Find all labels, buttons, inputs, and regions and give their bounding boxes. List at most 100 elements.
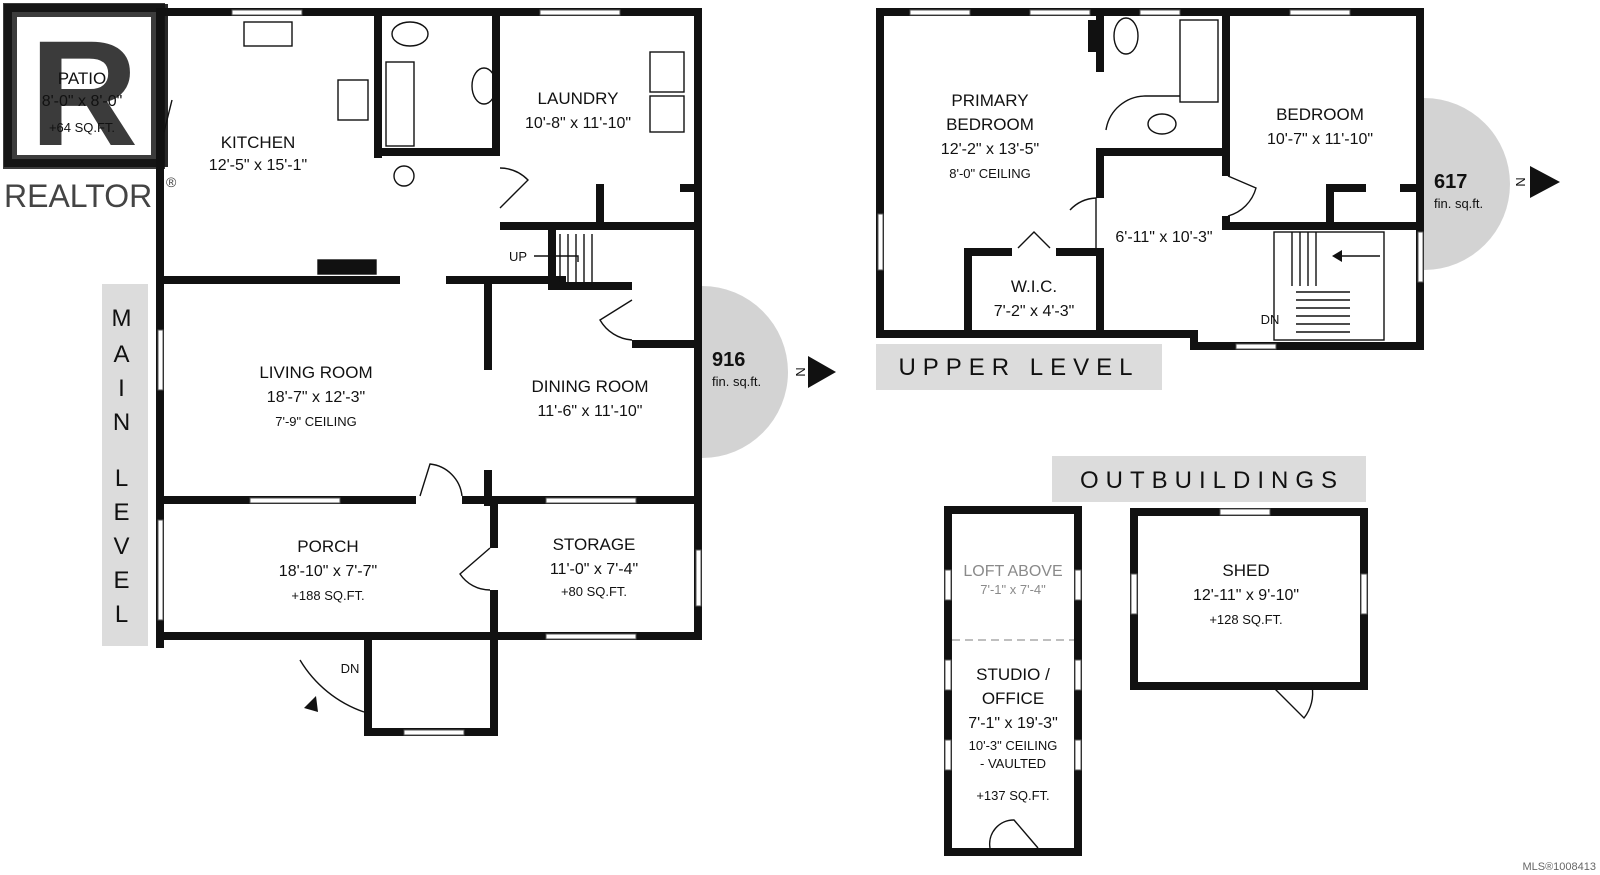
- stair-wall: [548, 230, 556, 288]
- primary-bath-wall-lower: [1096, 248, 1104, 338]
- porch-curved-step: [299, 659, 365, 713]
- main-level-letter: M: [112, 305, 139, 332]
- dryer: [649, 95, 685, 133]
- kitchen-stove: [337, 79, 369, 121]
- realtor-logo-text: REALTOR: [4, 178, 152, 214]
- porch-bay-left: [364, 632, 372, 736]
- window: [1289, 9, 1351, 16]
- porch-bay-right: [490, 632, 498, 736]
- main-bottom-wall: [156, 632, 702, 640]
- outbuildings-banner: OUTBUILDINGS: [1052, 456, 1366, 502]
- main-level-plan: [4, 4, 702, 736]
- door-swing: [459, 547, 491, 591]
- shed-note: +128 SQ.FT.: [1209, 612, 1282, 627]
- upper-stairs: [1273, 231, 1385, 341]
- porch-storage-wall-lower: [490, 590, 498, 640]
- dining-wall-lower: [484, 470, 492, 506]
- window: [1074, 569, 1082, 601]
- upper-level-banner: UPPER LEVEL: [876, 344, 1162, 390]
- upper-level-banner-bg: [876, 344, 1162, 390]
- porch-stairs-down-label: DN: [341, 661, 360, 676]
- window: [1130, 573, 1138, 615]
- outbuildings-label: OUTBUILDINGS: [1080, 467, 1344, 494]
- main-level-letter: L: [115, 465, 135, 492]
- window: [545, 497, 637, 504]
- upper-left-wall: [876, 8, 884, 338]
- door-swing: [419, 463, 463, 497]
- upper-area-unit: fin. sq.ft.: [1434, 196, 1483, 211]
- main-level-letter: I: [118, 375, 132, 402]
- door-swing: [163, 99, 173, 133]
- porch-dims: 18'-10" x 7'-7": [279, 563, 377, 580]
- north-arrow-icon: [1530, 166, 1560, 198]
- wic-bifold-door: [1017, 231, 1051, 249]
- main-area-value: 916: [712, 349, 745, 371]
- main-right-wall: [694, 8, 702, 640]
- porch-name: PORCH: [297, 537, 358, 556]
- bedroom-dims: 10'-7" x 11'-10": [1267, 131, 1373, 148]
- upper-north-label: N: [1513, 177, 1528, 186]
- door-swing: [499, 167, 529, 209]
- living-room-note: 7'-9" CEILING: [275, 414, 357, 429]
- window: [1074, 739, 1082, 771]
- main-north-label: N: [793, 367, 808, 376]
- window: [944, 739, 952, 771]
- door-swing: [1069, 197, 1097, 248]
- bedroom-closet-stub: [1400, 184, 1416, 192]
- storage-note: +80 SQ.FT.: [561, 584, 627, 599]
- upper-bottom-wall-right: [1194, 342, 1424, 350]
- primary-bedroom-dims: 12'-2" x 13'-5": [941, 141, 1039, 158]
- realtor-registered-mark: ®: [166, 174, 177, 190]
- window: [909, 9, 971, 16]
- main-level-letter: E: [113, 567, 136, 594]
- patio-name: PATIO: [58, 69, 107, 88]
- main-level-letter: E: [113, 499, 136, 526]
- door-swing: [599, 299, 633, 341]
- window: [1235, 343, 1277, 350]
- upper-level-label: UPPER LEVEL: [898, 354, 1139, 381]
- kitchen-bath-wall: [374, 16, 382, 158]
- main-level-label: M A I N L E V E L: [102, 284, 148, 646]
- window: [1219, 508, 1271, 516]
- main-top-wall: [156, 8, 702, 16]
- loft-name: LOFT ABOVE: [963, 563, 1062, 580]
- main-compass-semicircle: [702, 286, 788, 458]
- wic-left-wall: [964, 248, 972, 338]
- north-arrow-icon: [808, 356, 836, 388]
- window: [1139, 9, 1181, 16]
- kitchen-counter: [317, 259, 377, 275]
- down-arrow-icon: [304, 696, 318, 712]
- realtor-logo: R REALTOR ®: [3, 3, 177, 214]
- kitchen-living-wall: [156, 276, 400, 284]
- studio-plan: LOFT ABOVE 7'-1" x 7'-4" STUDIO / OFFICE…: [944, 506, 1082, 856]
- mls-id: MLS®1008413: [1522, 861, 1596, 873]
- bath-vanity: [471, 67, 497, 105]
- shower: [1179, 19, 1219, 103]
- main-level-labels: PATIO 8'-0" x 8'-0" +64 SQ.FT. KITCHEN 1…: [42, 69, 649, 676]
- window: [249, 497, 341, 504]
- primary-bedroom-name-line2: BEDROOM: [946, 115, 1034, 134]
- wic-dims: 7'-2" x 4'-3": [994, 303, 1075, 320]
- living-room-dims: 18'-7" x 12'-3": [267, 389, 365, 406]
- bath-bottom-wall: [374, 148, 500, 156]
- storage-dims: 11'-0" x 7'-4": [550, 561, 638, 578]
- main-level-letter: N: [113, 409, 137, 436]
- realtor-logo-letter: R: [30, 9, 138, 177]
- upper-area-value: 617: [1434, 171, 1467, 193]
- kitchen-name: KITCHEN: [221, 133, 296, 152]
- main-area-unit: fin. sq.ft.: [712, 374, 761, 389]
- door-swing: [1227, 175, 1257, 217]
- main-stairs: [534, 234, 593, 282]
- shed-plan: SHED 12'-11" x 9'-10" +128 SQ.FT.: [1130, 508, 1368, 720]
- bath-sink: [393, 165, 415, 187]
- window: [1417, 231, 1424, 283]
- studio-dims: 7'-1" x 19'-3": [968, 715, 1058, 732]
- studio-note-line2: - VAULTED: [980, 756, 1046, 771]
- upper-compass-semicircle: [1424, 98, 1510, 270]
- main-level-letter: A: [113, 341, 136, 368]
- living-room-name: LIVING ROOM: [259, 363, 372, 382]
- laundry-dims: 10'-8" x 11'-10": [525, 115, 631, 132]
- storage-name: STORAGE: [553, 535, 636, 554]
- kitchen-dims: 12'-5" x 15'-1": [209, 157, 307, 174]
